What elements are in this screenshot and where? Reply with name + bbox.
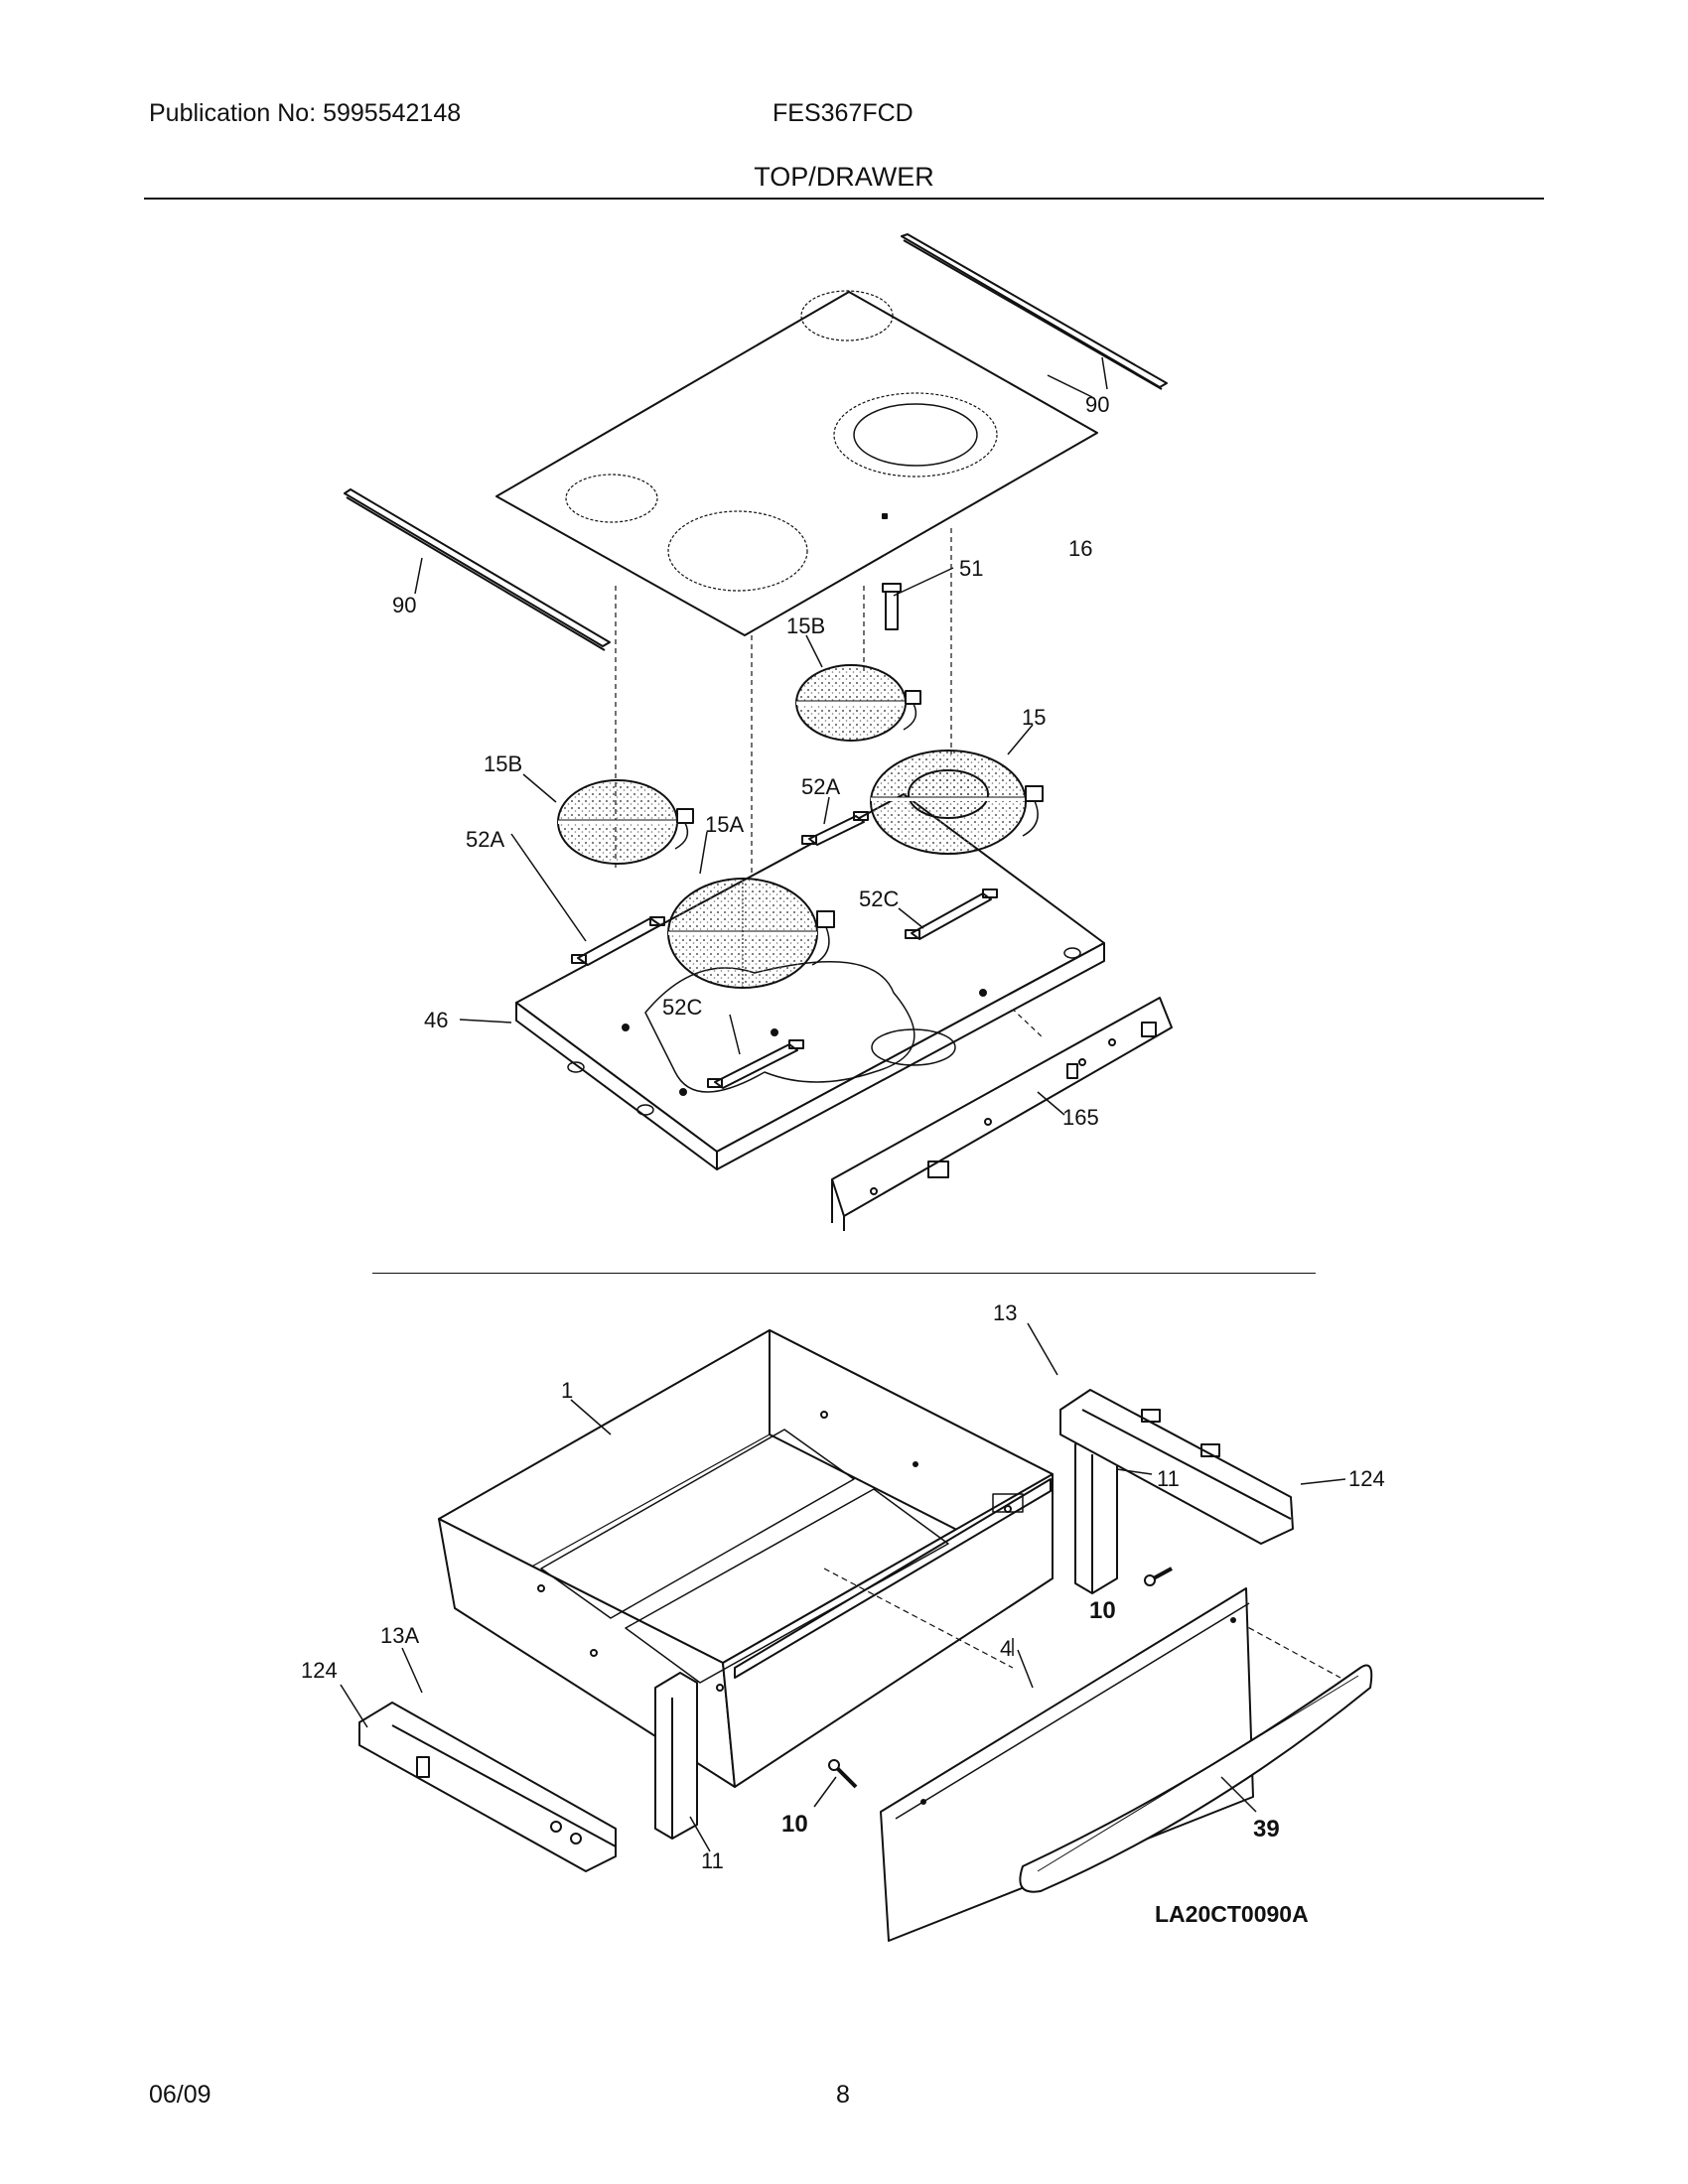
radiant-element-15 <box>870 750 1044 855</box>
callout-90-right: 90 <box>1085 392 1109 417</box>
bracket-52c-left <box>707 1039 804 1089</box>
drawer-handle <box>1019 1664 1373 1893</box>
callout-52a-right: 52A <box>801 774 840 799</box>
support-right <box>1074 1429 1118 1594</box>
callout-15: 15 <box>1022 705 1046 730</box>
trim-strip-right <box>901 233 1168 390</box>
indicator-lamp <box>882 583 902 630</box>
callout-16: 16 <box>1068 536 1092 561</box>
callout-10-left: 10 <box>781 1811 808 1838</box>
page-number: 8 <box>836 2081 850 2109</box>
callout-46: 46 <box>424 1008 448 1032</box>
radiant-element-15b-left <box>557 779 694 865</box>
callout-11-right: 11 <box>1157 1466 1180 1491</box>
callout-124-right: 124 <box>1348 1466 1385 1491</box>
slide-rail-right <box>1059 1389 1294 1545</box>
callout-52c-right: 52C <box>859 887 899 911</box>
callout-15b-left: 15B <box>484 751 522 776</box>
radiant-element-15a <box>667 878 835 989</box>
model-number: FES367FCD <box>773 99 914 127</box>
footer-date: 06/09 <box>149 2081 211 2109</box>
callout-labels: 90 16 90 51 15B 15 15B 52A 52A 15A 52C 4… <box>301 392 1385 1927</box>
callout-10-right: 10 <box>1089 1597 1116 1624</box>
figure-code: LA20CT0090A <box>1155 1901 1309 1927</box>
callout-15b-right: 15B <box>786 614 825 638</box>
callout-4: 4 <box>1000 1636 1012 1661</box>
rear-bracket <box>831 997 1173 1231</box>
radiant-element-15b-right <box>795 664 921 742</box>
callout-124-left: 124 <box>301 1658 338 1683</box>
callout-13: 13 <box>993 1300 1017 1325</box>
glass-cooktop <box>495 290 1098 636</box>
bracket-52a-right <box>801 811 869 846</box>
drawer-box <box>438 1329 1054 1788</box>
support-left <box>654 1672 698 1840</box>
callout-39: 39 <box>1253 1816 1280 1843</box>
callout-51: 51 <box>959 556 983 581</box>
header-divider <box>144 198 1544 200</box>
section-divider <box>372 1273 1316 1274</box>
callout-15a: 15A <box>705 812 744 837</box>
bracket-52a-left <box>571 916 665 966</box>
slide-rail-left <box>358 1702 617 1872</box>
screw-right <box>1144 1567 1173 1586</box>
page-title: TOP/DRAWER <box>754 162 934 192</box>
leader-lines <box>340 356 1346 1852</box>
callout-52c-left: 52C <box>662 995 702 1020</box>
callout-165: 165 <box>1062 1105 1099 1130</box>
callout-90-left: 90 <box>392 593 416 617</box>
callout-11-left: 11 <box>701 1848 724 1873</box>
burner-box <box>515 793 1105 1170</box>
callout-52a-left: 52A <box>466 827 504 852</box>
callout-13a: 13A <box>380 1623 419 1648</box>
bracket-52c-right <box>905 888 998 940</box>
publication-number: Publication No: 5995542148 <box>149 99 462 127</box>
trim-strip-left <box>344 488 611 651</box>
drawer-front-panel <box>880 1587 1254 1942</box>
callout-1: 1 <box>561 1378 573 1403</box>
screw-left <box>828 1759 858 1789</box>
